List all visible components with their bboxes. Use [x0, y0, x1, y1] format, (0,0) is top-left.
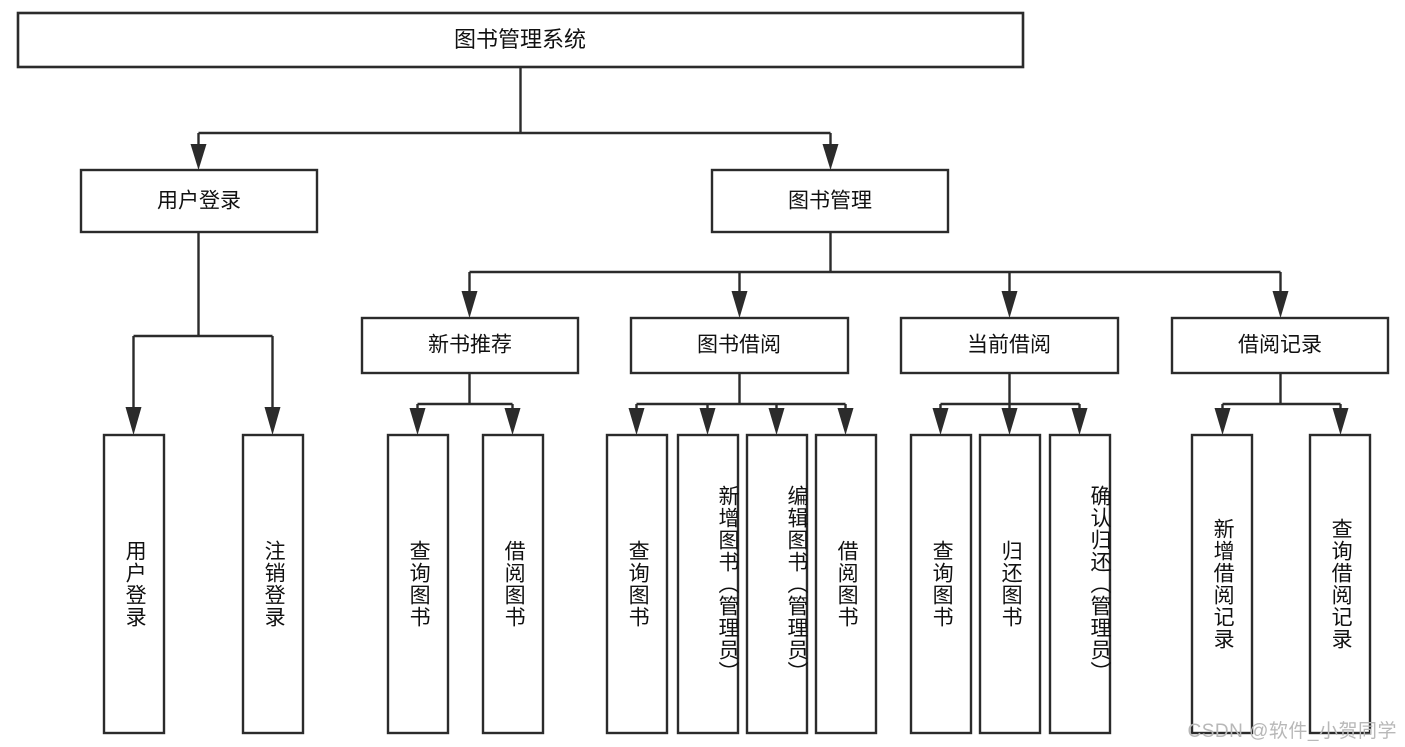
- node-book-borrow-box[interactable]: [629, 316, 850, 375]
- node-borrow-record[interactable]: 借阅记录: [1170, 316, 1390, 375]
- node-root-box[interactable]: [16, 11, 1025, 69]
- arrow-borrow-to-leaf3: [768, 408, 785, 435]
- arrow-bookmgmt-to-new: [461, 291, 478, 318]
- node-new-book-recommend[interactable]: 新书推荐: [360, 316, 580, 375]
- arrow-borrow-to-leaf4: [837, 408, 854, 435]
- arrow-login-to-leaf1: [125, 407, 142, 435]
- arrow-new-to-leaf2: [504, 408, 521, 435]
- connector-group: [125, 67, 1349, 435]
- leaf-box-record-query[interactable]: [1308, 433, 1372, 735]
- node-current-borrow[interactable]: 当前借阅: [899, 316, 1120, 375]
- leaf-box-current-return[interactable]: [978, 433, 1042, 735]
- arrow-login-to-leaf2: [264, 407, 281, 435]
- node-new-book-recommend-label: 新书推荐: [428, 334, 512, 357]
- node-book-management-box[interactable]: [710, 168, 950, 234]
- leaf-box-borrow-lend[interactable]: [814, 433, 878, 735]
- leaf-box-current-query[interactable]: [909, 433, 973, 735]
- leaf-box-borrow-add[interactable]: [676, 433, 740, 735]
- arrow-current-to-leaf3: [1071, 408, 1088, 435]
- node-current-borrow-label: 当前借阅: [967, 334, 1051, 357]
- arrow-bookmgmt-to-record: [1272, 291, 1289, 318]
- node-root-label: 图书管理系统: [454, 27, 586, 52]
- node-new-book-recommend-box[interactable]: [360, 316, 580, 375]
- leaf-box-new-query[interactable]: [386, 433, 450, 735]
- watermark-text: CSDN @软件_小贺同学: [1187, 721, 1397, 742]
- leaf-box-current-confirm[interactable]: [1048, 433, 1112, 735]
- arrow-current-to-leaf1: [932, 408, 949, 435]
- node-book-management-label: 图书管理: [788, 190, 872, 213]
- arrow-borrow-to-leaf2: [699, 408, 716, 435]
- node-book-borrow-label: 图书借阅: [697, 334, 781, 357]
- leaf-box-record-add[interactable]: [1190, 433, 1254, 735]
- node-borrow-record-box[interactable]: [1170, 316, 1390, 375]
- arrow-current-to-leaf2: [1001, 408, 1018, 435]
- node-user-login-label: 用户登录: [157, 190, 241, 213]
- arrow-borrow-to-leaf1: [628, 408, 645, 435]
- arrow-record-to-leaf1: [1214, 408, 1231, 435]
- leaf-box-new-borrow[interactable]: [481, 433, 545, 735]
- arrow-bookmgmt-to-borrow: [731, 291, 748, 318]
- arrow-bookmgmt-to-current: [1001, 291, 1018, 318]
- arrow-root-to-bookmgmt: [822, 144, 839, 170]
- leaf-box-user-login-login[interactable]: [102, 433, 166, 735]
- leaf-box-borrow-edit[interactable]: [745, 433, 809, 735]
- node-current-borrow-box[interactable]: [899, 316, 1120, 375]
- node-root-system[interactable]: 图书管理系统: [16, 11, 1025, 69]
- leaf-box-user-login-logout[interactable]: [241, 433, 305, 735]
- leaf-box-borrow-query[interactable]: [605, 433, 669, 735]
- node-book-management[interactable]: 图书管理: [710, 168, 950, 234]
- arrow-record-to-leaf2: [1332, 408, 1349, 435]
- node-user-login[interactable]: 用户登录: [79, 168, 319, 234]
- node-borrow-record-label: 借阅记录: [1238, 334, 1322, 357]
- arrow-new-to-leaf1: [409, 408, 426, 435]
- node-user-login-box[interactable]: [79, 168, 319, 234]
- node-book-borrow[interactable]: 图书借阅: [629, 316, 850, 375]
- arrow-root-to-login: [190, 144, 207, 170]
